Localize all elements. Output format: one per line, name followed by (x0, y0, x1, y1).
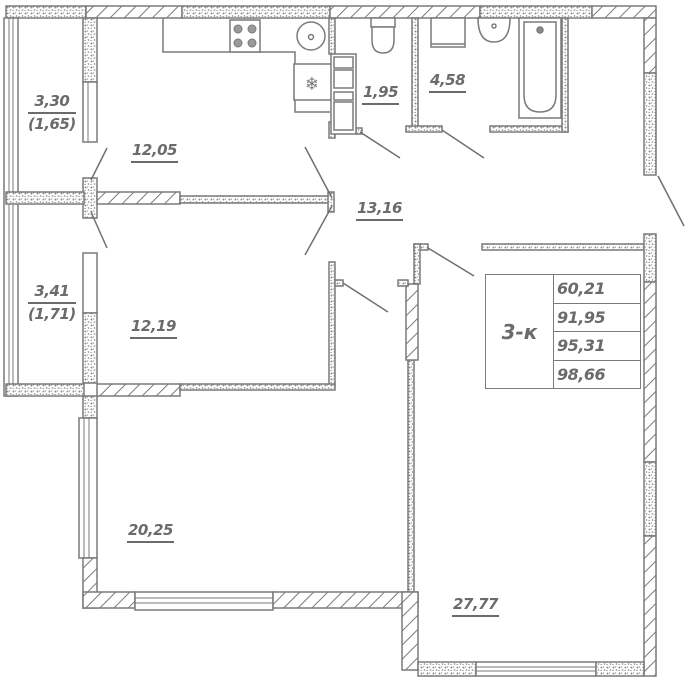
balcony-glazing-left (3, 17, 19, 397)
room-area: 12,05 (131, 142, 178, 163)
wall-right-lower-hatch-b (643, 535, 657, 677)
wall-toilet-left (328, 17, 336, 55)
room-area: 4,58 (429, 72, 467, 93)
room-label-bathroom: 4,58 (429, 72, 467, 93)
room-label-kitchen: 12,05 (131, 142, 178, 163)
total-area-with-reduced-balconies-value: 95,31 (554, 332, 640, 361)
wall-bathroom-left (411, 17, 419, 131)
room-area: 3,30 (28, 93, 76, 114)
wall-bathroom-right (561, 17, 569, 133)
wall-living-bottom-hatch-a (82, 591, 136, 609)
room-area: 13,16 (356, 200, 403, 221)
wall-balcony-sep (5, 191, 85, 205)
wall-bedroom1-bottom-hatch (96, 383, 181, 397)
svg-text:❄: ❄ (305, 74, 319, 95)
room-label-bedroom-1: 12,19 (130, 318, 177, 339)
wall-bathroom-bottom (489, 125, 569, 133)
living-window-bottom (134, 591, 274, 611)
wall-right-lower-hatch (643, 281, 657, 463)
room-label-balcony-bottom: 3,41 (1,71) (28, 283, 76, 323)
wall-balcony-inner-2 (82, 177, 98, 219)
fridge-icon (293, 63, 333, 101)
wall-top-d (479, 5, 593, 19)
bathroom-fixtures (370, 17, 562, 119)
wall-top-a (85, 5, 183, 19)
wall-bedroom2-left-lower (401, 591, 419, 671)
wall-bedroom2-bottom-b (595, 661, 645, 677)
wall-kitchen-bedroom-hatch (96, 191, 181, 205)
room-area: 3,41 (28, 283, 76, 304)
room-area-reduced: (1,71) (28, 305, 76, 323)
wall-right-upper-speckle (643, 72, 657, 176)
wall-balcony-inner-1 (82, 17, 98, 83)
wall-bedroom1-right (328, 261, 336, 387)
room-label-balcony-top: 3,30 (1,65) (28, 93, 76, 133)
room-area: 12,19 (130, 318, 177, 339)
total-area-with-balconies-value: 98,66 (557, 364, 606, 384)
wall-right-lower-speckle-a (643, 233, 657, 283)
wall-top-c (329, 5, 481, 19)
kitchen-counter (162, 18, 330, 113)
apartment-type: 3-к (486, 275, 554, 388)
wall-balcony-inner-3 (82, 312, 98, 384)
wall-top-b (181, 5, 331, 19)
wall-kitchen-bedroom-speckle (179, 195, 333, 204)
wall-bedroom2-bottom-a (417, 661, 477, 677)
kitchen-fixtures: ❄ (162, 18, 357, 135)
wall-top-e (591, 5, 657, 19)
wall-right-lower-speckle-b (643, 461, 657, 537)
room-area: 20,25 (127, 522, 174, 543)
bedroom2-window-bottom (475, 661, 597, 677)
living-area-value: 60,21 (554, 275, 640, 304)
room-area: 1,95 (362, 84, 400, 105)
room-label-living-room: 20,25 (127, 522, 174, 543)
room-label-toilet: 1,95 (362, 84, 400, 105)
toilet-icon (371, 26, 395, 54)
room-label-bedroom-2: 27,77 (452, 596, 499, 617)
total-area-value: 91,95 (554, 304, 640, 332)
room-area-reduced: (1,65) (28, 115, 76, 133)
wall-living-bottom-hatch-b (272, 591, 419, 609)
washer-icon (430, 17, 466, 48)
living-window-left (78, 417, 98, 559)
apartment-summary-table: 3-к 60,21 91,95 95,31 98,66 (485, 274, 641, 389)
washbasin-icon (477, 17, 511, 43)
walls (3, 5, 657, 677)
door-swings (90, 129, 685, 313)
wall-living-left-top (82, 395, 98, 419)
wall-balcony-inner-window-1 (82, 81, 98, 143)
wall-bedroom2-left-hatch (405, 283, 419, 361)
wall-right-upper-hatch (643, 17, 657, 74)
wall-top-balcony (5, 5, 87, 19)
wall-balcony-bottom (5, 383, 85, 397)
wall-bedroom2-top (481, 243, 645, 251)
stove-icon (229, 19, 261, 53)
room-area: 27,77 (452, 596, 499, 617)
room-label-hallway: 13,16 (356, 200, 403, 221)
wall-bedroom1-bottom-speckle (179, 383, 336, 391)
wall-balcony-inner-window-2 (82, 252, 98, 314)
